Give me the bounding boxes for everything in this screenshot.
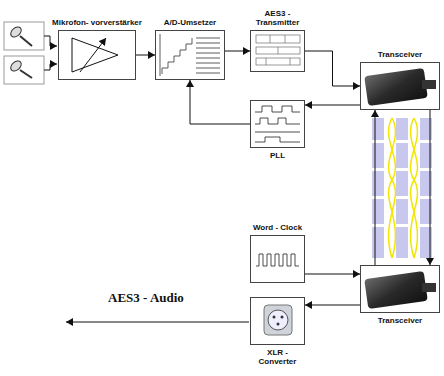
signal-connector [430,110,431,265]
adc-symbol [160,34,220,76]
output-arrow [66,322,249,323]
converter-box: A/D-Umsetzer [155,30,225,80]
clock-wave [256,254,299,266]
output-label: AES3 - Audio [108,290,184,306]
signal-connector [305,274,360,275]
signal-connector [190,80,250,124]
box-heading: XLR - Converter [250,348,306,366]
signal-connector [305,51,360,86]
box-heading: Mikrofon- vorverstärker [52,18,142,27]
transceiver-box: Transceiver [360,265,440,313]
box-heading: Transceiver [360,50,440,59]
transmitter-box: AES3 - Transmitter [250,30,305,72]
preamp-box: Mikrofon- vorverstärker [58,30,136,80]
clock-box: Word - Clock [250,235,305,283]
converter-box: XLR - Converter [250,297,305,345]
signal-connector [136,55,155,56]
frame-chart [256,35,300,65]
signal-connector [375,110,376,265]
amplifier-symbol [72,38,118,72]
box-heading: PLL [248,151,308,160]
waveform [255,106,300,142]
transceiver-box: Transceiver [360,62,440,110]
box-heading: Transceiver [360,316,440,325]
box-heading: A/D-Umsetzer [150,18,230,27]
transceiver-device [364,68,436,309]
signal-connector [225,51,250,52]
fiber-link [370,118,434,258]
box-heading: Word - Clock [243,223,313,232]
signal-connector [305,305,360,306]
pll-box: PLL [250,100,305,148]
mic-wire [44,36,57,70]
microphone-icon [4,22,44,84]
xlr-connector [264,305,292,335]
box-heading: AES3 - Transmitter [250,9,306,27]
signal-connector [305,105,360,106]
